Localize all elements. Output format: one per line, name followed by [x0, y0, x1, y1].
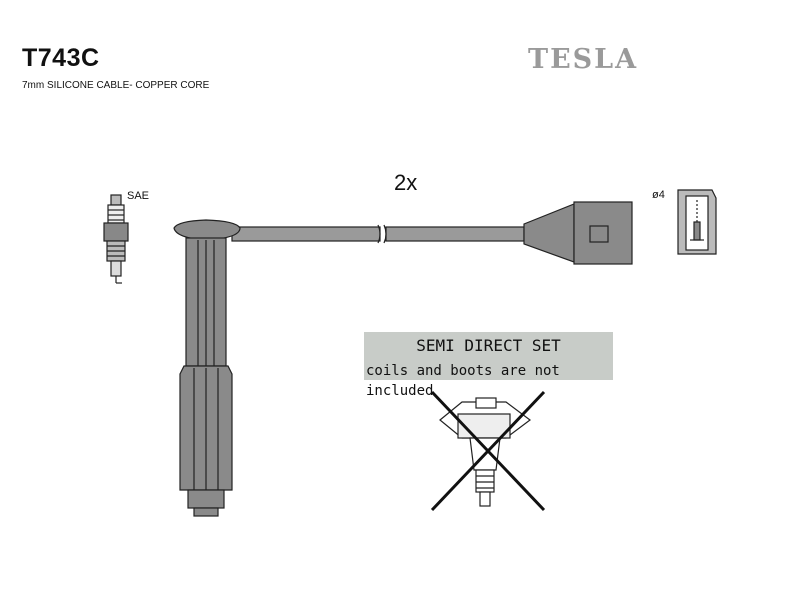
- notice-line-1: coils and boots are not: [366, 363, 560, 379]
- notice-box: SEMI DIRECT SET: [364, 332, 613, 380]
- spark-plug-boot: [173, 219, 241, 517]
- brand-logo: TESLA: [528, 44, 639, 75]
- plug-standard-label: SAE: [127, 190, 150, 202]
- notice-line-2: included: [366, 383, 434, 399]
- quantity-label: 2x: [394, 170, 418, 195]
- cross-out-mark: [430, 390, 546, 512]
- cable-spec: 7mm SILICONE CABLE- COPPER CORE: [22, 80, 210, 91]
- ignition-cable: [231, 224, 525, 244]
- part-number: T743C: [22, 44, 100, 72]
- spark-plug-icon: [103, 194, 129, 284]
- coil-connector: [523, 201, 633, 265]
- notice-title: SEMI DIRECT SET: [416, 336, 561, 355]
- terminal-diameter-label: ø4: [652, 189, 665, 201]
- terminal-detail-icon: [677, 189, 717, 255]
